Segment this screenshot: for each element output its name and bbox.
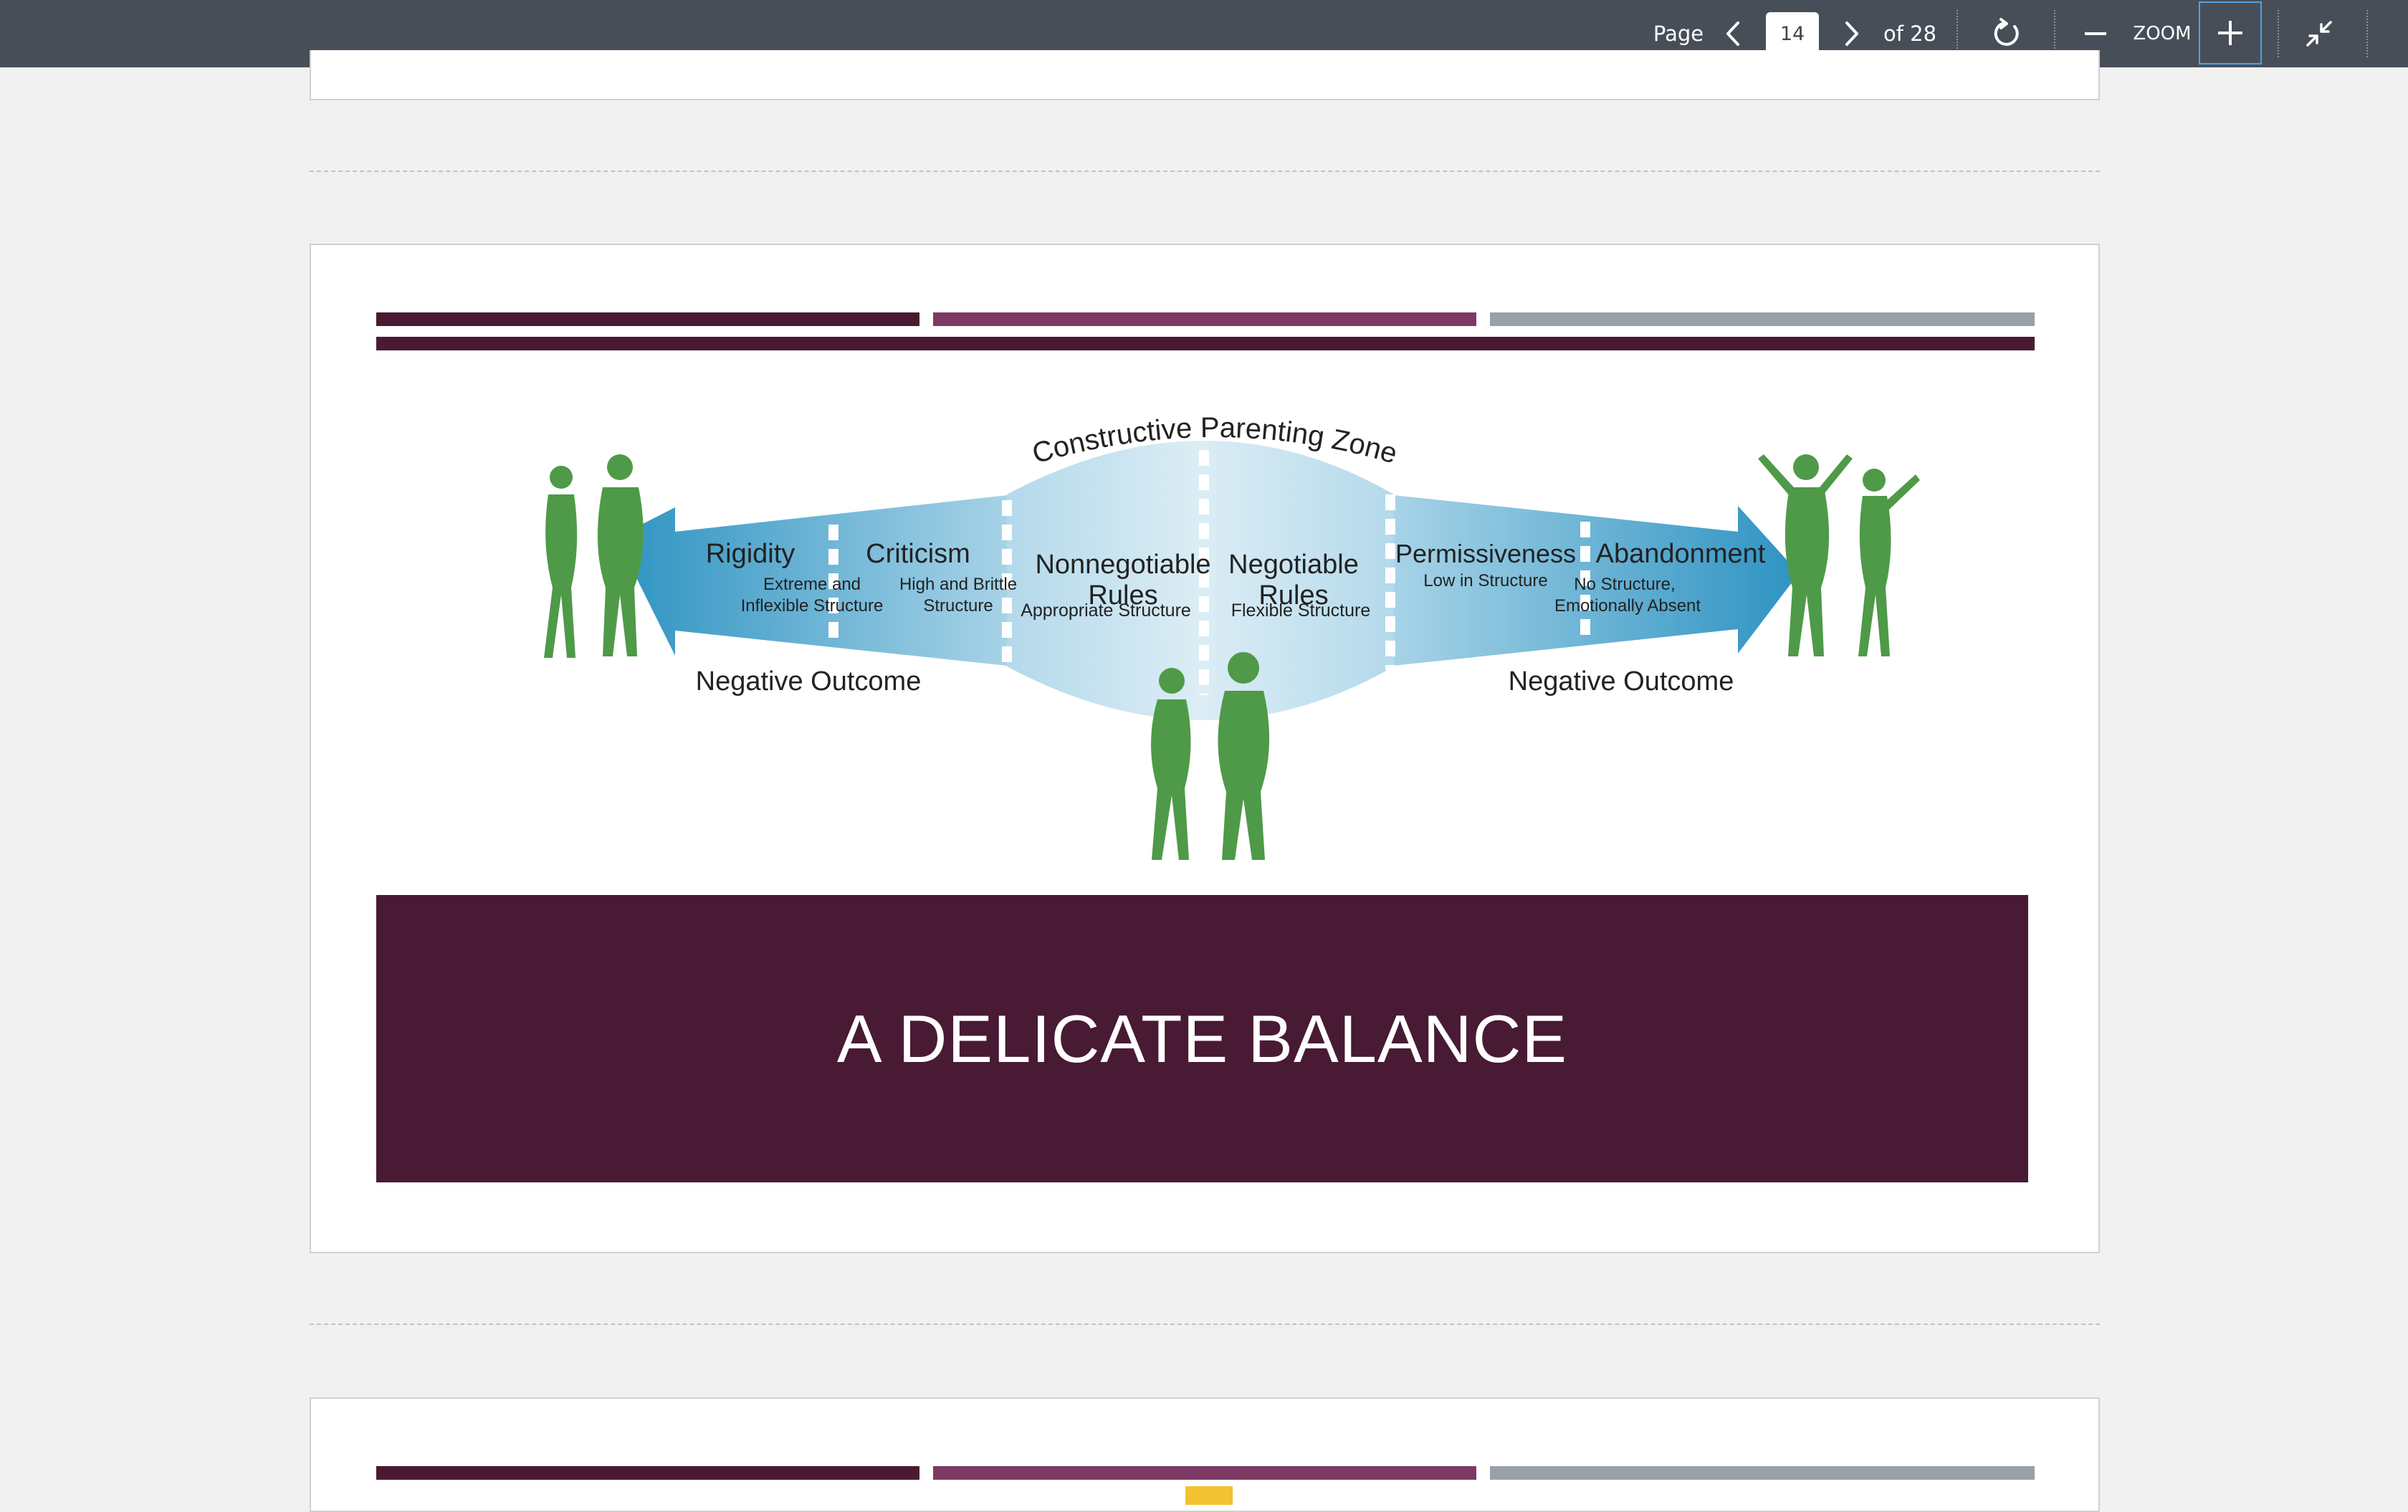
figures-right	[1758, 454, 1920, 656]
segment-title: Abandonment	[1596, 539, 1766, 569]
toolbar-separator	[1956, 10, 1958, 57]
toolbar-separator	[2366, 10, 2368, 57]
figures-center	[1151, 652, 1270, 860]
minus-icon	[2085, 32, 2106, 35]
page-divider	[310, 171, 2100, 172]
rotate-icon	[1994, 18, 2019, 46]
segment-subtitle: Emotionally Absent	[1554, 596, 1701, 616]
segment-subtitle: Inflexible Structure	[741, 596, 884, 616]
page-number-input[interactable]	[1766, 12, 1819, 55]
toolbar-separator	[2278, 10, 2279, 57]
zoom-label: ZOOM	[2133, 23, 2192, 44]
toolbar-separator	[2054, 10, 2055, 57]
next-page-button[interactable]	[1836, 0, 1868, 67]
header-bar-rose	[933, 1466, 1476, 1480]
page-divider	[310, 1324, 2100, 1325]
previous-page	[310, 50, 2100, 100]
chevron-left-icon	[1726, 21, 1739, 46]
segment-subtitle: Flexible Structure	[1231, 601, 1371, 621]
segment-subtitle: Structure	[923, 596, 993, 616]
header-rule	[376, 337, 2035, 350]
header-bar-rose	[933, 312, 1476, 326]
page-label: Page	[1653, 21, 1704, 46]
segment-title: Nonnegotiable	[1035, 550, 1210, 580]
zoom-in-button[interactable]	[2199, 1, 2262, 64]
collapse-icon	[2306, 21, 2332, 47]
header-bar-plum	[376, 1466, 919, 1480]
rotate-button[interactable]	[1985, 0, 2028, 67]
exit-fullscreen-button[interactable]	[2298, 0, 2341, 67]
segment-permissiveness: Permissiveness Low in Structure	[1395, 539, 1576, 590]
segment-subtitle: Low in Structure	[1423, 571, 1547, 590]
right-arrow	[1387, 494, 1799, 666]
segment-negotiable-rules: Negotiable Rules Flexible Structure	[1228, 550, 1370, 621]
left-arrow	[616, 494, 1014, 666]
segment-title: Negotiable	[1228, 550, 1359, 580]
next-page-image-fragment	[1185, 1486, 1233, 1505]
total-pages-label: of 28	[1883, 21, 1937, 46]
parenting-zone-diagram: Constructive Parenting Zone Rigidity Ext…	[544, 412, 1920, 860]
zoom-out-button[interactable]	[2078, 0, 2113, 67]
previous-page-button[interactable]	[1717, 0, 1749, 67]
header-bar-grey	[1490, 1466, 2035, 1480]
segment-subtitle: No Structure,	[1574, 575, 1675, 594]
segment-abandonment: Abandonment No Structure, Emotionally Ab…	[1554, 539, 1766, 616]
header-bar-grey	[1490, 312, 2035, 326]
segment-subtitle: High and Brittle	[899, 575, 1017, 594]
segment-subtitle: Extreme and	[763, 575, 861, 594]
segment-title: Criticism	[866, 539, 970, 569]
header-bar-plum	[376, 312, 919, 326]
segment-criticism: Criticism High and Brittle Structure	[866, 539, 1017, 616]
segment-title: Rigidity	[706, 539, 796, 569]
segment-title: Permissiveness	[1395, 539, 1576, 568]
outcome-right: Negative Outcome	[1509, 666, 1734, 697]
segment-subtitle: Appropriate Structure	[1021, 601, 1191, 621]
segment-rigidity: Rigidity Extreme and Inflexible Structur…	[706, 539, 884, 616]
segment-dividers	[828, 450, 1590, 695]
plus-icon	[2218, 21, 2242, 45]
banner-title: A DELICATE BALANCE	[836, 1000, 1568, 1076]
title-banner: A DELICATE BALANCE	[376, 895, 2028, 1182]
segment-title: Rules	[1258, 580, 1328, 611]
segment-nonnegotiable-rules: Nonnegotiable Rules Appropriate Structur…	[1021, 550, 1210, 621]
figures-left	[544, 454, 644, 658]
segment-title: Rules	[1088, 580, 1157, 611]
outcome-left: Negative Outcome	[696, 666, 922, 697]
chevron-right-icon	[1845, 21, 1858, 46]
